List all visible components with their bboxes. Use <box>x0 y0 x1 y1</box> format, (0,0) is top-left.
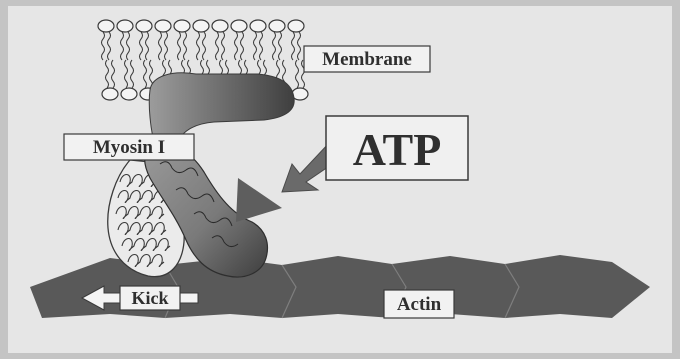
atp-label: ATP <box>353 124 442 175</box>
lipid-head <box>269 20 285 32</box>
lipid-head <box>231 20 247 32</box>
membrane-label-box: Membrane <box>304 46 430 72</box>
lipid-head <box>193 20 209 32</box>
myosin-label-box: Myosin I <box>64 134 194 160</box>
lipid-head <box>288 20 304 32</box>
lipid-head <box>212 20 228 32</box>
myosin-label: Myosin I <box>93 137 165 158</box>
lipid-head <box>98 20 114 32</box>
atp-label-box: ATP <box>326 116 468 180</box>
kick-label-box: Kick <box>120 286 180 310</box>
membrane-label: Membrane <box>322 49 412 70</box>
actin-label-box: Actin <box>384 290 454 318</box>
lipid-head <box>155 20 171 32</box>
actin-label: Actin <box>397 294 442 315</box>
kick-label: Kick <box>131 288 168 308</box>
lipid-head <box>117 20 133 32</box>
lipid-head <box>250 20 266 32</box>
lipid-head <box>102 88 118 100</box>
lipid-head <box>174 20 190 32</box>
lipid-head <box>136 20 152 32</box>
lipid-head <box>121 88 137 100</box>
